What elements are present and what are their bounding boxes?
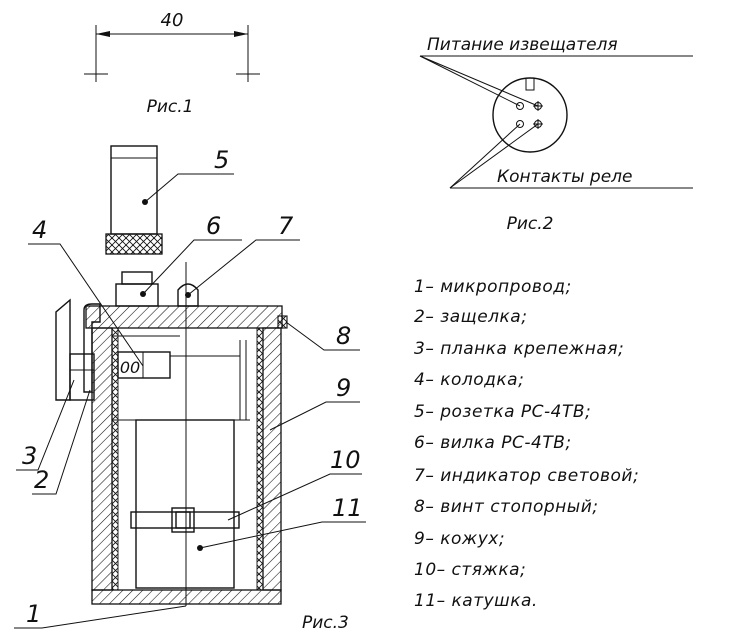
leader-1 <box>14 605 187 629</box>
legend-item-10: 10– стяжка; <box>414 560 526 580</box>
leader-8 <box>285 321 360 351</box>
legend-item-4: 4– колодка; <box>414 370 524 390</box>
fig1-caption: Рис.1 <box>147 97 194 117</box>
stop-screw <box>277 315 288 329</box>
legend-item-9: 9– кожух; <box>414 529 505 549</box>
figure-2: Питание извещателя Контакты реле Рис.2 <box>419 35 693 234</box>
housing-right-wall <box>262 327 282 591</box>
figure-3: 00 5 6 7 4 8 9 10 11 3 <box>14 145 366 633</box>
legend-item-7: 7– индикатор световой; <box>414 466 639 486</box>
housing-left-wall <box>91 327 113 591</box>
legend-item-5: 5– розетка РС-4ТВ; <box>414 402 591 422</box>
plug-head <box>121 271 153 285</box>
fig2-power-label: Питание извещателя <box>427 35 618 55</box>
coil <box>135 419 235 589</box>
fig2-contacts-leader-1 <box>449 123 521 189</box>
parts-legend: 1– микропровод; 2– защелка; 3– планка кр… <box>414 277 639 611</box>
fig2-pin-3 <box>516 120 524 128</box>
callout-7: 7 <box>278 212 294 240</box>
fig2-caption: Рис.2 <box>507 214 554 234</box>
casing-right-liner <box>256 327 264 591</box>
leader-11 <box>199 521 366 549</box>
legend-item-11: 11– катушка. <box>414 591 538 611</box>
fig3-caption: Рис.3 <box>302 613 349 633</box>
fig1-dimension-value: 40 <box>161 10 184 31</box>
plug-body <box>115 283 159 307</box>
fig2-connector-circle <box>492 77 568 153</box>
fig2-power-leader-1 <box>419 55 521 107</box>
terminal-block <box>117 351 171 379</box>
indicator-lamp <box>177 283 199 307</box>
fig2-contacts-label: Контакты реле <box>497 167 632 187</box>
clamp-band <box>130 511 240 529</box>
leader-2 <box>32 389 91 495</box>
legend-item-8: 8– винт стопорный; <box>414 497 598 517</box>
socket-nut <box>105 233 163 255</box>
leader-7 <box>187 239 300 296</box>
mounting-plate-bracket <box>69 353 95 401</box>
callout-8: 8 <box>336 322 351 350</box>
socket-body <box>110 145 158 235</box>
leader-3 <box>16 379 75 471</box>
callout-1: 1 <box>26 600 41 628</box>
callout-2: 2 <box>34 466 49 494</box>
leader-9 <box>269 401 360 431</box>
callout-10: 10 <box>330 446 361 474</box>
callout-9: 9 <box>336 374 351 402</box>
callout-11: 11 <box>332 494 363 522</box>
fig2-connector-key <box>525 78 535 91</box>
legend-item-6: 6– вилка РС-4ТВ; <box>414 433 572 453</box>
latch <box>83 303 101 393</box>
leader-5 <box>144 173 234 203</box>
mounting-plate-outer <box>55 298 71 401</box>
leader-6 <box>142 239 242 295</box>
terminal-block-text: 00 <box>120 358 140 377</box>
casing-left-liner <box>111 327 119 591</box>
fig2-pin-1 <box>516 102 524 110</box>
legend-item-1: 1– микропровод; <box>414 277 572 297</box>
clamp-buckle <box>171 507 195 533</box>
fig2-contacts-leader-2 <box>449 123 539 189</box>
clamp-buckle-inner <box>175 511 191 529</box>
figure-1: 40 Рис.1 <box>84 10 260 117</box>
fig1-arrow-left <box>96 31 110 37</box>
callout-3: 3 <box>22 442 37 470</box>
fig2-power-leader-2 <box>419 55 539 107</box>
callout-5: 5 <box>214 146 229 174</box>
leader-10 <box>227 473 362 521</box>
callout-6: 6 <box>206 212 221 240</box>
legend-item-2: 2– защелка; <box>414 307 527 327</box>
callout-4: 4 <box>32 216 47 244</box>
fig1-arrow-right <box>234 31 248 37</box>
leader-4 <box>28 243 144 367</box>
legend-item-3: 3– планка крепежная; <box>414 339 624 359</box>
